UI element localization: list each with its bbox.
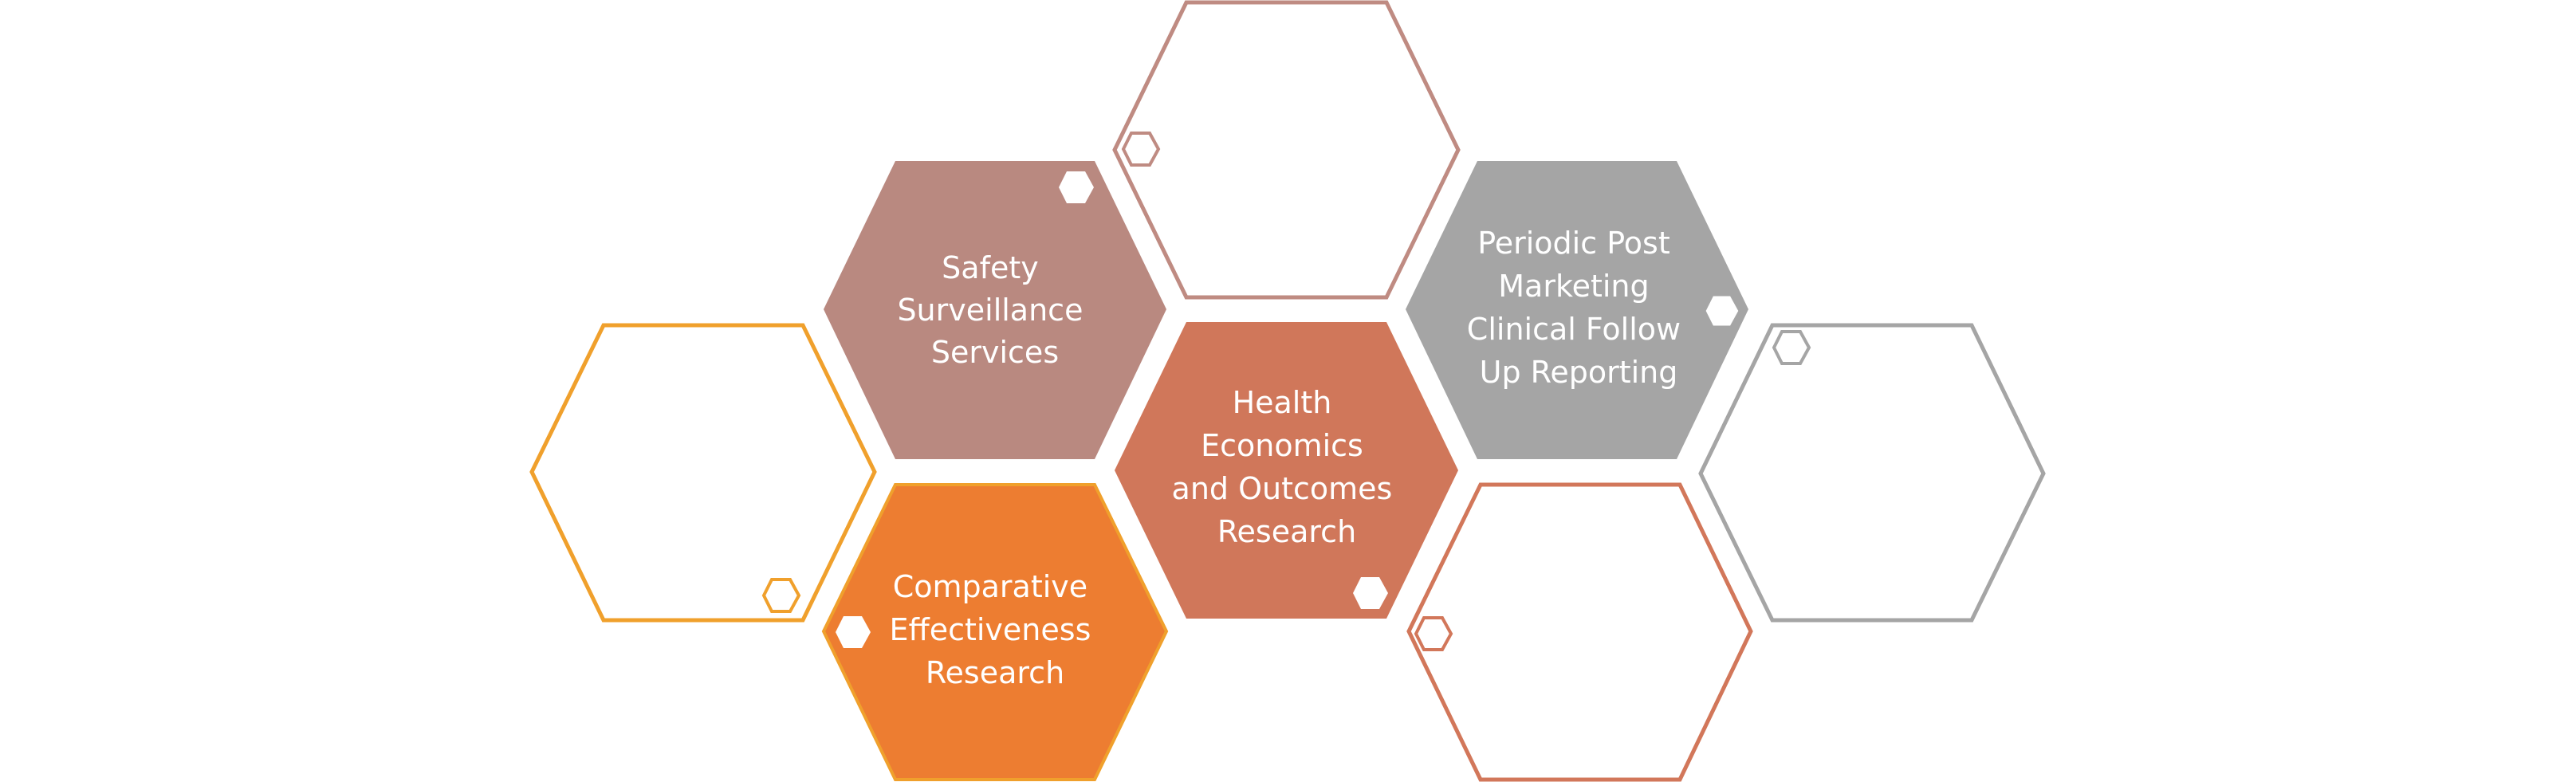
health-label-line: Economics [1201, 428, 1363, 463]
periodic-hexagon [1406, 161, 1748, 459]
health-label-line: and Outcomes [1172, 471, 1393, 506]
outline-hexagon-left [529, 323, 877, 623]
health-label: Health Economics and Outcomes Research [1172, 385, 1402, 549]
safety-label-line: Surveillance [897, 293, 1083, 328]
safety-label-line: Services [931, 335, 1059, 370]
small-hexagon-periodic [1703, 293, 1741, 328]
periodic-label: Periodic Post Marketing Clinical Follow … [1467, 226, 1690, 390]
comparative-label: Comparative Effectiveness Research [890, 569, 1101, 690]
small-hexagon-left [761, 578, 801, 613]
safety-hexagon [824, 161, 1166, 459]
safety-label-line: Safety [942, 250, 1039, 285]
periodic-label-line: Up Reporting [1480, 355, 1678, 390]
health-hexagon [1115, 322, 1458, 619]
periodic-label-line: Marketing [1498, 269, 1649, 304]
outline-hexagon-top [1112, 0, 1461, 300]
small-hexagon-safety [1059, 171, 1094, 203]
small-hexagon-top [1121, 132, 1161, 167]
periodic-label-line: Periodic Post [1477, 226, 1670, 261]
outline-hexagon-bottom-right [1406, 482, 1753, 782]
safety-label: Safety Surveillance Services [897, 250, 1092, 370]
health-label-line: Research [1217, 514, 1356, 549]
comparative-label-line: Comparative [893, 569, 1087, 604]
comparative-label-line: Effectiveness [890, 612, 1091, 647]
health-label-line: Health [1233, 385, 1332, 420]
small-hexagon-right [1772, 330, 1811, 365]
comparative-hexagon [821, 483, 1169, 781]
small-hexagon-bottom-right [1414, 616, 1453, 651]
comparative-label-line: Research [926, 655, 1064, 690]
small-hexagon-health [1353, 577, 1388, 609]
small-hexagon-comparative [836, 616, 871, 648]
periodic-label-line: Clinical Follow [1467, 312, 1681, 347]
outline-hexagon-right [1698, 323, 2046, 623]
